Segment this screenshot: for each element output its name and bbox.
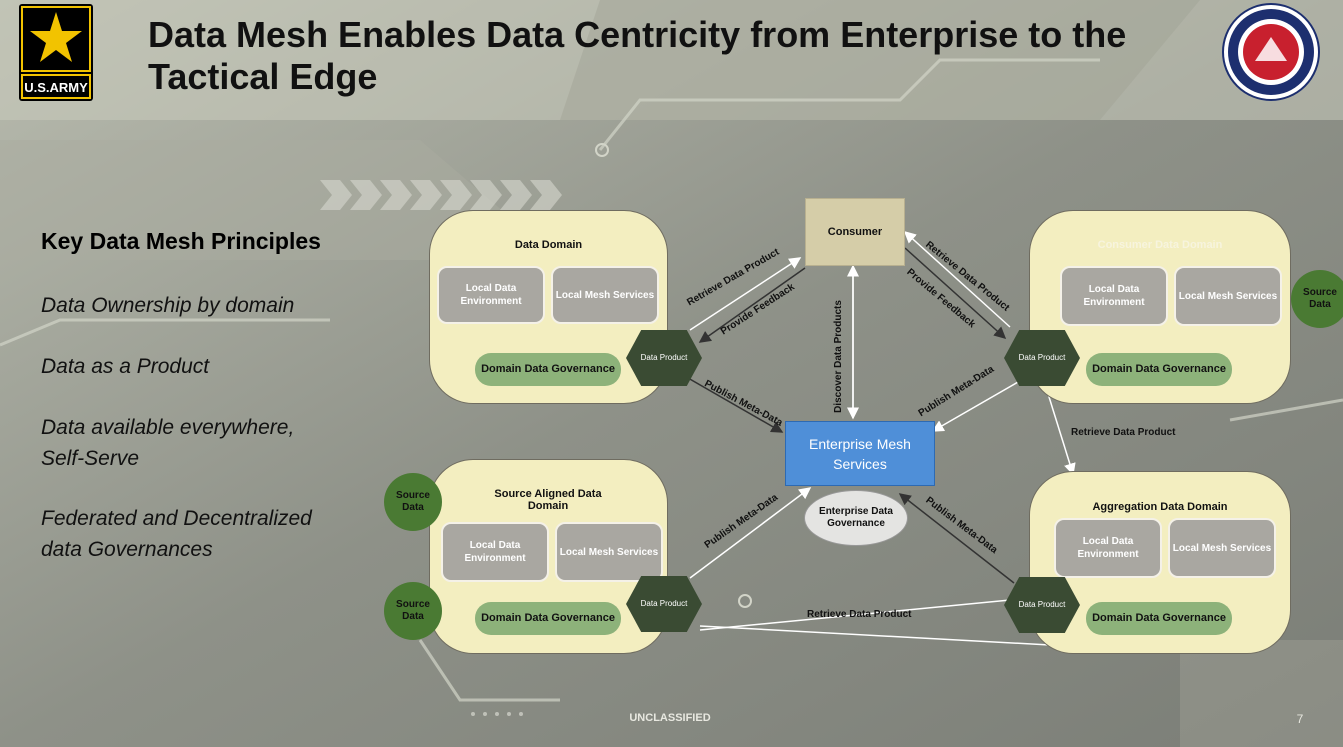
classification-label: UNCLASSIFIED: [629, 712, 711, 724]
domain-data-governance: Domain Data Governance: [1086, 353, 1232, 386]
label-retrieve-data-product: Retrieve Data Product: [1071, 427, 1176, 438]
principles-heading: Key Data Mesh Principles: [41, 228, 321, 254]
page-title: Data Mesh Enables Data Centricity from E…: [148, 14, 1127, 97]
principle-item: Data available everywhere, Self-Serve: [41, 416, 295, 470]
arrow-retrieve-bottom-2: [699, 599, 1011, 631]
data-product-hex: Data Product: [626, 330, 702, 386]
arrow-publish-tr: [931, 381, 1019, 432]
arrow-publish-bl: [689, 487, 812, 579]
source-data-circle: Source Data: [384, 582, 442, 640]
data-product-hex: Data Product: [626, 576, 702, 632]
principle-item: Data Ownership by domain: [41, 294, 295, 317]
domain-title: Source Aligned Data Domain: [494, 488, 602, 512]
domain-title: Data Domain: [514, 239, 583, 251]
arrow-retrieve-agg: [1044, 383, 1076, 476]
consumer-box: Consumer: [805, 198, 905, 266]
domain-data-governance: Domain Data Governance: [475, 353, 621, 386]
data-product-hex: Data Product: [1004, 577, 1080, 633]
data-product-hex: Data Product: [1004, 330, 1080, 386]
principle-item: Federated and Decentralized data Governa…: [41, 507, 312, 561]
local-data-environment: Local Data Environment: [1060, 266, 1168, 326]
arrow-feedback-left: [698, 267, 806, 343]
local-mesh-services: Local Mesh Services: [551, 266, 659, 324]
enterprise-data-governance: Enterprise Data Governance: [804, 490, 908, 546]
arrow-retrieve-bottom: [699, 625, 1051, 646]
army-logo-text: U.S.ARMY: [24, 80, 88, 95]
label-retrieve-data-product: Retrieve Data Product: [807, 609, 912, 620]
source-data-circle: Source Data: [384, 473, 442, 531]
domain-data-governance: Domain Data Governance: [1086, 602, 1232, 635]
local-data-environment: Local Data Environment: [441, 522, 549, 582]
domain-title: Consumer Data Domain: [1097, 239, 1223, 251]
local-mesh-services: Local Mesh Services: [555, 522, 663, 582]
assistant-secretary-seal: [1222, 3, 1320, 101]
domain-data-governance: Domain Data Governance: [475, 602, 621, 635]
label-discover-data-products: Discover Data Products: [832, 300, 844, 413]
arrow-feedback-right: [904, 247, 1007, 340]
principle-item: Data as a Product: [41, 355, 210, 378]
us-army-logo: U.S.ARMY: [19, 4, 93, 101]
page-number: 7: [1296, 712, 1304, 726]
arrow-retrieve-right: [903, 230, 1011, 328]
arrow-publish-tl: [687, 377, 784, 433]
local-data-environment: Local Data Environment: [1054, 518, 1162, 578]
source-data-circle: Source Data: [1291, 270, 1343, 328]
local-data-environment: Local Data Environment: [437, 266, 545, 324]
domain-title: Aggregation Data Domain: [1092, 501, 1228, 513]
arrow-retrieve-left: [689, 257, 802, 331]
local-mesh-services: Local Mesh Services: [1168, 518, 1276, 578]
arrow-publish-br: [898, 493, 1015, 584]
local-mesh-services: Local Mesh Services: [1174, 266, 1282, 326]
enterprise-mesh-services: Enterprise Mesh Services: [785, 421, 935, 486]
